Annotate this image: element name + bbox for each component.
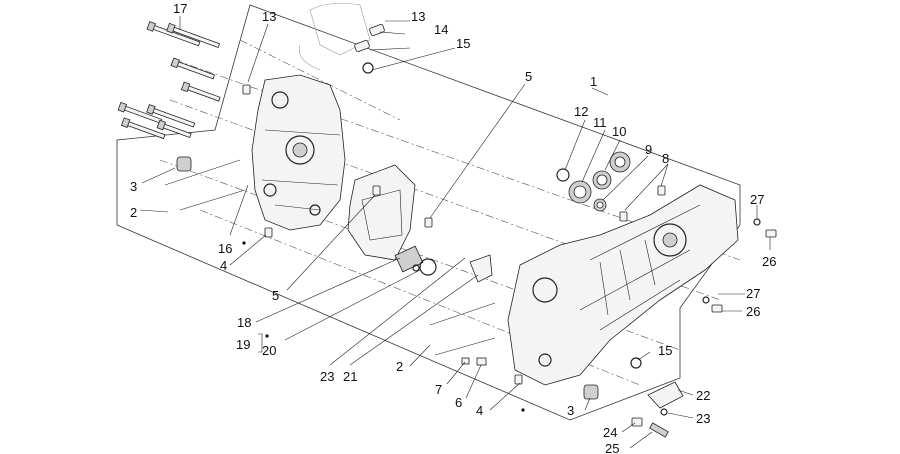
callout-22: 22 [696,388,710,403]
bolt-set-17 [117,21,221,140]
engine-ghost [298,3,371,71]
callout-20: 20 [262,343,276,358]
callout-27: 27 [746,286,760,301]
callout-6: 6 [455,395,462,410]
callout-12: 12 [574,104,588,119]
callout-3: 3 [567,403,574,418]
leader-lines [139,16,771,449]
callout-15: 15 [456,36,470,51]
callout-13: 13 [411,9,425,24]
callout-9: 9 [645,142,652,157]
callout-3: 3 [130,179,137,194]
callout-11: 11 [593,115,607,130]
callout-18: 18 [237,315,251,330]
studs [164,159,496,356]
callout-2: 2 [130,205,137,220]
callout-10: 10 [612,124,626,139]
callout-4: 4 [220,258,227,273]
callout-21: 21 [343,369,357,384]
callout-27: 27 [750,192,764,207]
reference-dots [242,241,525,412]
right-crankcase-half [507,184,739,386]
callout-17: 17 [173,1,187,16]
callout-25: 25 [605,441,619,454]
drain-plugs [702,218,777,313]
callout-26: 26 [746,304,760,319]
callout-16: 16 [218,241,232,256]
callout-24: 24 [603,425,617,440]
left-crankcase-half [251,74,346,231]
callout-15: 15 [658,343,672,358]
bearing-set [556,151,631,212]
callout-19: 19 [236,337,250,352]
small-fittings [461,254,493,366]
callout-14: 14 [434,22,448,37]
dowel-pins [176,24,666,400]
callout-4: 4 [476,403,483,418]
crankcase-gasket [347,164,416,261]
callout-5: 5 [525,69,532,84]
callout-23: 23 [696,411,710,426]
callout-8: 8 [662,151,669,166]
diagram-frame [116,4,741,421]
callout-5: 5 [272,288,279,303]
callout-23: 23 [320,369,334,384]
callout-2: 2 [396,359,403,374]
bracket-and-spring [631,381,684,438]
callout-13: 13 [262,9,276,24]
callout-labels: 17 13 13 14 15 5 1 12 11 10 9 8 3 2 16 4… [130,1,776,454]
callout-7: 7 [435,382,442,397]
callout-26: 26 [762,254,776,269]
callout-1: 1 [590,74,597,89]
